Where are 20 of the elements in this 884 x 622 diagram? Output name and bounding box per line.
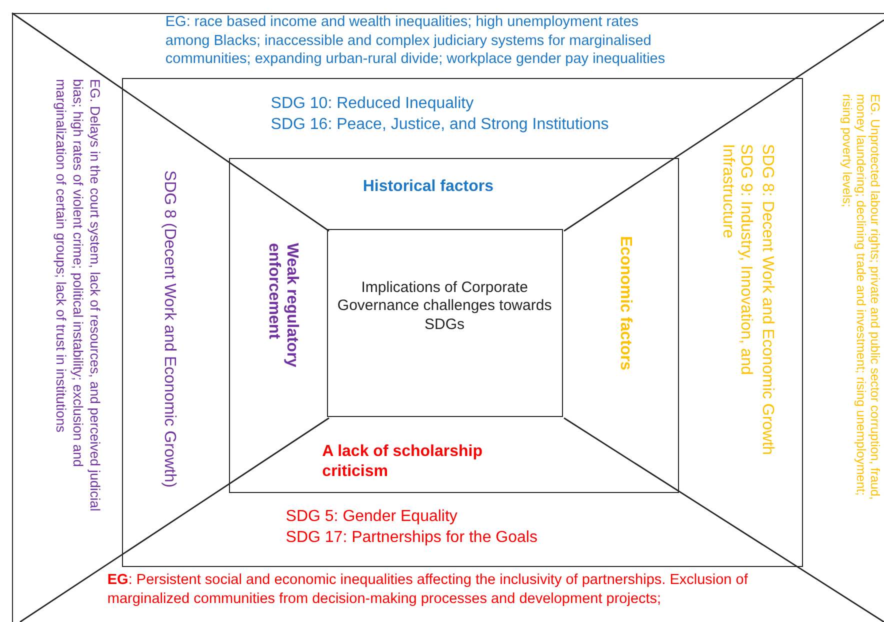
factor-label: Weak regulatory enforcement <box>264 243 301 370</box>
inner-frame <box>228 158 679 493</box>
middle-frame <box>122 78 804 568</box>
sdg-label: SDG 5: Gender Equality <box>286 506 458 527</box>
sdg-label: SDG 10: Reduced Inequality <box>270 94 475 114</box>
example-text: EG: race based income and wealth inequalities; high unemployment rates among Blacks; inaccessible and complex judiciary systems for marginalised communities; expanding urban-rural divide; workplace gender pay inequalities <box>165 13 666 68</box>
example-text: EG. Unprotected labour rights; private and public sector corruption, fraud, money laundering; declining trade and investment; rising unemployment; rising poverty levels; <box>840 94 882 502</box>
sdg-label: SDG 9: Industry, Innovation, and Infrastructure <box>719 144 754 377</box>
example-text: EG. Delays in the court system, lack of resources, and perceived judicial bias; high rates of violent crime; political instability; exclusion and marginalization of certain groups; lack of trust in institutions <box>52 79 103 514</box>
sdg-label: SDG 17: Partnerships for the Goals <box>286 528 538 548</box>
sdg-label: SDG 16: Peace, Justice, and Strong Institutions <box>270 114 610 135</box>
factor-label: A lack of scholarship criticism <box>322 442 484 482</box>
center-title: Implications of Corporate Governance challenges towards SDGs <box>336 278 553 335</box>
factor-label: Historical factors <box>362 177 495 198</box>
factor-label: Economic factors <box>616 236 636 372</box>
outer-frame <box>12 13 884 622</box>
center-box <box>327 229 564 418</box>
example-text: EG: Persistent social and economic inequalities affecting the inclusivity of partnerships. Exclusion of marginalized communities from decision-making processes and development projects; <box>107 571 749 608</box>
sdg-label: SDG 8 (Decent Work and Economic Growth) <box>160 169 179 490</box>
sdg-label: SDG 8: Decent Work and Economic Growth <box>758 144 777 457</box>
